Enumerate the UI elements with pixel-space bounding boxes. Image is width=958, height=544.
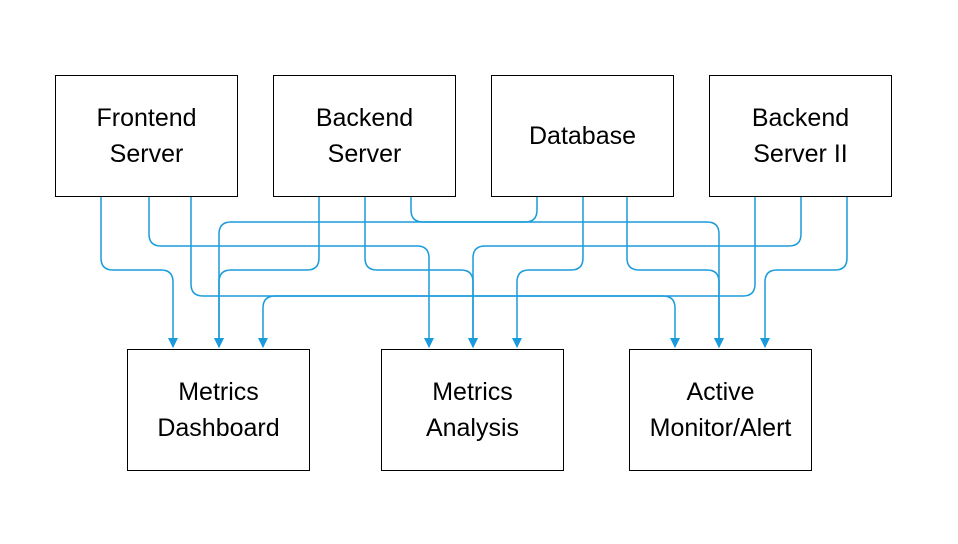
edge-backend2-to-analysis: [468, 197, 802, 348]
edge-database-to-analysis: [512, 197, 584, 348]
node-label: Active Monitor/Alert: [649, 378, 792, 442]
edge-backend-to-monitor: [410, 197, 724, 348]
edge-database-to-monitor: [626, 197, 724, 348]
node-backend-server: Backend Server: [273, 75, 456, 197]
node-metrics-analysis: Metrics Analysis: [381, 349, 564, 471]
node-label: Metrics Dashboard: [157, 378, 280, 442]
node-backend-server-ii: Backend Server II: [709, 75, 892, 197]
node-label: Frontend Server: [96, 104, 197, 168]
node-label: Database: [528, 122, 637, 150]
edge-backend-to-dashboard: [214, 197, 320, 348]
node-metrics-dashboard: Metrics Dashboard: [127, 349, 310, 471]
edge-frontend-to-dashboard: [100, 197, 178, 348]
node-database: Database: [491, 75, 674, 197]
edge-backend2-to-monitor: [760, 197, 848, 348]
node-label: Backend Server II: [751, 104, 850, 168]
edge-backend-to-analysis: [364, 197, 478, 348]
node-label: Backend Server: [315, 104, 414, 168]
edge-connector-0: [258, 197, 756, 348]
node-active-monitor-alert: Active Monitor/Alert: [629, 349, 812, 471]
edge-frontend-to-analysis: [148, 197, 434, 348]
edge-backend2-to-dashboard: [214, 197, 538, 348]
node-label: Metrics Analysis: [425, 378, 520, 442]
node-frontend-server: Frontend Server: [55, 75, 238, 197]
